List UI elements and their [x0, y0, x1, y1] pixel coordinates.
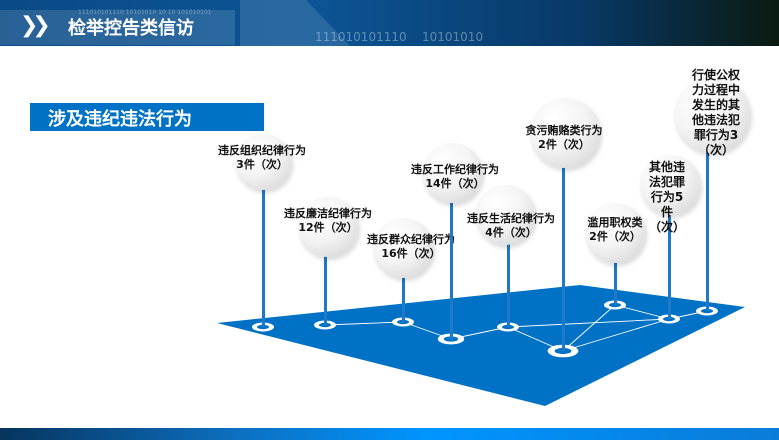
binary-decoration: 10101010	[422, 30, 484, 44]
bubble	[373, 218, 433, 278]
network-link	[562, 318, 670, 352]
header-band	[0, 10, 235, 45]
item-name: 违反组织纪律行为	[218, 144, 306, 157]
bubble	[298, 197, 358, 257]
item-count: 4件（次）	[485, 226, 537, 239]
item-name: 违反廉洁纪律行为	[284, 207, 372, 220]
item-count: 14件（次）	[425, 177, 485, 190]
footer-bar	[0, 428, 779, 440]
binary-decoration: 111010101110	[315, 30, 407, 44]
network-node-core	[443, 336, 459, 342]
page-title: 检举控告类信访	[68, 18, 194, 39]
bubble	[235, 134, 291, 190]
item-name: 贪污贿赂类行为	[525, 124, 603, 137]
network-link	[324, 321, 404, 326]
item-label: 行使公权力过程中发生的其他违法犯罪行为3（次）	[689, 68, 743, 158]
bubble	[530, 98, 600, 168]
bubble	[422, 143, 482, 203]
network-link	[562, 304, 616, 352]
network-link	[507, 318, 670, 328]
network-node-core	[609, 302, 621, 308]
network-node-core	[257, 324, 269, 330]
bubble	[475, 185, 535, 245]
item-count: 3件（次）	[236, 158, 288, 171]
plane-surface	[217, 285, 745, 406]
network-node-core	[554, 347, 572, 355]
item-name: 滥用职权类	[587, 216, 643, 229]
item-count: （次）	[648, 220, 685, 234]
item-count: 12件（次）	[298, 221, 358, 234]
header-banner: 111010101110 10101010 10 10 101010101 11…	[0, 0, 779, 46]
network-node-core	[701, 308, 713, 314]
bubble	[640, 155, 700, 215]
stem-line	[507, 243, 510, 327]
item-label: 其他违法犯罪行为5件（次）	[645, 160, 689, 235]
network-node-core	[319, 322, 331, 328]
item-name: 其他违法犯罪行为5件	[648, 160, 685, 219]
item-count: （次）	[697, 143, 734, 157]
stem-line	[402, 276, 405, 322]
item-name: 违反工作纪律行为	[411, 163, 499, 176]
stem-line	[614, 261, 617, 305]
network-node-core	[502, 324, 514, 330]
stem-line	[706, 151, 709, 311]
item-name: 违反群众纪律行为	[367, 233, 455, 246]
binary-decoration: 111010101110 10101010 10 10 101010101	[78, 9, 212, 16]
network-node-core	[397, 319, 409, 325]
stem-line	[262, 188, 265, 327]
bubble	[585, 203, 645, 263]
network-node-core	[663, 316, 675, 322]
item-name: 违反生活纪律行为	[467, 212, 555, 225]
section-title: 涉及违纪违法行为	[30, 103, 264, 131]
stem-line	[562, 166, 565, 351]
stem-line	[324, 255, 327, 325]
stem-line	[450, 201, 453, 339]
item-name: 行使公权力过程中发生的其他违法犯罪行为3	[691, 68, 740, 142]
item-count: 16件（次）	[381, 247, 441, 260]
item-count: 2件（次）	[538, 138, 590, 151]
item-count: 2件（次）	[589, 230, 641, 243]
stem-line	[668, 213, 671, 319]
bubble	[674, 77, 750, 153]
